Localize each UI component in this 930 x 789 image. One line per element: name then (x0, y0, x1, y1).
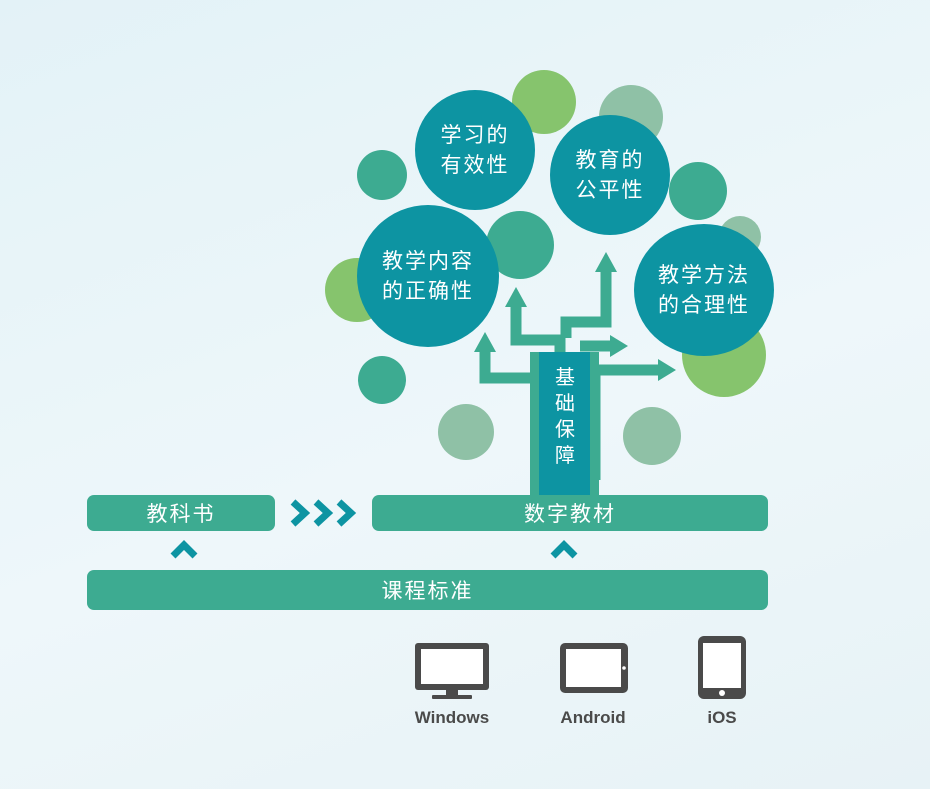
digital-material-label: 数字教材 (524, 502, 616, 526)
leaf-circle (438, 404, 494, 460)
trunk-edge (590, 352, 599, 500)
phone-icon (698, 636, 746, 699)
trunk-label: 基 础 保 障 (545, 364, 585, 468)
bubble-line: 教育的 (575, 148, 645, 172)
bubble-line: 学习的 (440, 123, 510, 147)
bubble-line: 公平性 (575, 178, 645, 202)
trunk-char: 保 (555, 417, 575, 441)
curriculum-standard-bar: 课程标准 (87, 570, 768, 610)
arrow-head (474, 332, 496, 352)
android-label: Android (560, 708, 626, 727)
monitor-icon (415, 643, 489, 699)
bubble-line: 的正确性 (382, 279, 474, 303)
bubble-method-rationality: 教学方法 的合理性 (634, 224, 774, 356)
bubble-line: 有效性 (440, 153, 510, 177)
leaf-circle (623, 407, 681, 465)
chevron-up-icon (170, 540, 198, 559)
textbook-label: 教科书 (146, 502, 216, 526)
trunk-edge (530, 352, 539, 500)
leaf-circle (669, 162, 727, 220)
trunk-char: 基 (555, 365, 575, 389)
bubble-learning-effectiveness: 学习的 有效性 (415, 90, 535, 210)
bubble-content-correctness: 教学内容 的正确性 (357, 205, 499, 347)
bubble-education-fairness: 教育的 公平性 (550, 115, 670, 235)
chevron-right-icon (313, 499, 334, 527)
arrow-head (595, 252, 617, 272)
bubble-line: 教学内容 (382, 249, 474, 273)
leaf-circle (512, 70, 576, 134)
textbook-bar: 教科书 (87, 495, 275, 531)
trunk-char: 障 (555, 443, 575, 467)
tablet-icon (560, 643, 628, 693)
trunk-char: 础 (555, 391, 575, 415)
arrow-head (505, 287, 527, 307)
leaf-circle (358, 356, 406, 404)
curriculum-standard-label: 课程标准 (381, 579, 474, 603)
trunk-body (536, 352, 594, 500)
digital-material-bar: 数字教材 (372, 495, 768, 531)
bubble-line: 的合理性 (658, 293, 750, 317)
leaf-circle (357, 150, 407, 200)
leaf-circle (486, 211, 554, 279)
windows-label: Windows (414, 708, 490, 727)
chevron-up-icon (550, 540, 578, 559)
arrow-head (610, 335, 628, 357)
bubble-line: 教学方法 (658, 263, 750, 287)
ios-label: iOS (707, 708, 737, 727)
chevron-right-icon (336, 499, 357, 527)
chevron-right-icon (290, 499, 311, 527)
arrow-head (658, 359, 676, 381)
branch-arrow (560, 270, 612, 338)
